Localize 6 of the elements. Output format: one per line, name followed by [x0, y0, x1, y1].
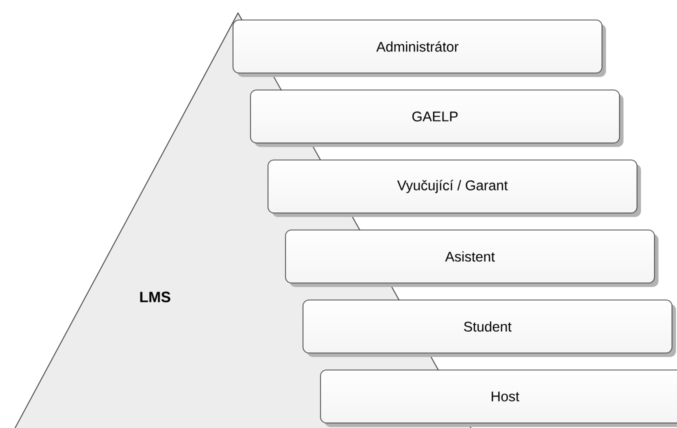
role-box: Host — [320, 370, 677, 427]
role-box: Student — [302, 300, 676, 357]
role-box: Vyučující / Garant — [268, 160, 641, 217]
role-box: Administrátor — [232, 20, 606, 77]
role-box: GAELP — [250, 90, 624, 147]
role-box: Asistent — [285, 230, 658, 287]
